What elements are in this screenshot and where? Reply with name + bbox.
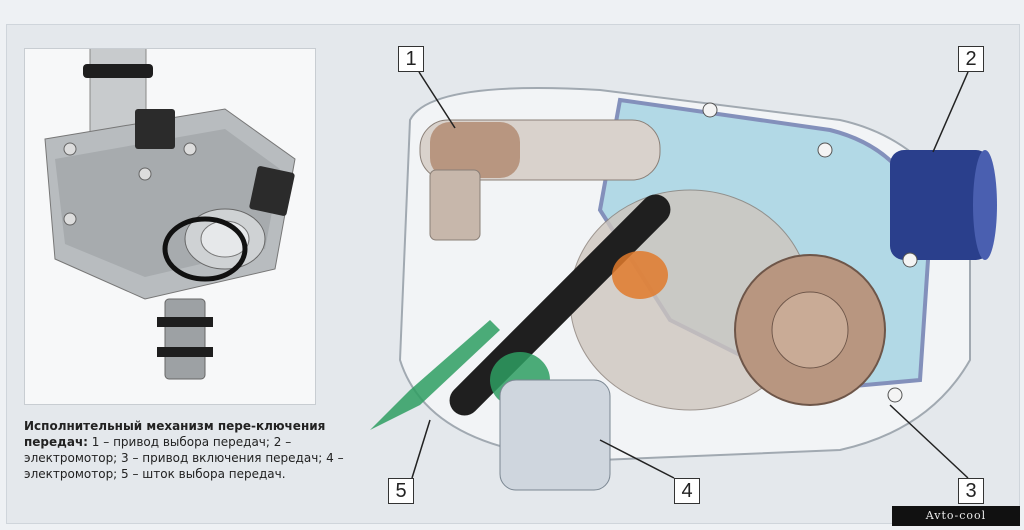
leader-line-3 bbox=[889, 404, 969, 479]
motor-band bbox=[162, 216, 248, 282]
bolt bbox=[702, 102, 718, 118]
right-connector bbox=[249, 166, 295, 216]
bolt bbox=[138, 167, 152, 181]
green-fork-arm bbox=[370, 320, 500, 430]
gear-3-hub bbox=[771, 291, 849, 369]
motor-2 bbox=[890, 150, 990, 260]
leader-line-1 bbox=[418, 71, 456, 129]
motor-2-end bbox=[973, 150, 997, 260]
bolt bbox=[183, 142, 197, 156]
actuator-unit-illustration bbox=[44, 49, 296, 380]
watermark: Avto-cool bbox=[892, 506, 1020, 526]
cutaway-illustration bbox=[370, 87, 997, 491]
bolt bbox=[902, 252, 918, 268]
gear-1 bbox=[430, 122, 520, 178]
shaft-ring bbox=[157, 347, 213, 357]
leader-line-4 bbox=[599, 439, 675, 479]
caption: Исполнительный механизм пере-ключения пе… bbox=[24, 418, 344, 482]
actuator-clamp bbox=[83, 64, 153, 78]
motor-4 bbox=[499, 379, 611, 491]
bolt bbox=[63, 212, 77, 226]
callout-2: 2 bbox=[958, 46, 984, 72]
actuator-photo-panel bbox=[24, 48, 316, 405]
callout-3: 3 bbox=[958, 478, 984, 504]
bolt bbox=[817, 142, 833, 158]
connector-block bbox=[135, 109, 175, 149]
callout-4: 4 bbox=[674, 478, 700, 504]
callout-5: 5 bbox=[388, 478, 414, 504]
leader-line-5 bbox=[411, 419, 431, 479]
caption-body: 1 – привод выбора передач; 2 – электромо… bbox=[24, 435, 344, 481]
bolt bbox=[887, 387, 903, 403]
orange-bushing bbox=[612, 251, 668, 299]
shaft-ring bbox=[157, 317, 213, 327]
worm-screw bbox=[429, 169, 481, 241]
callout-1: 1 bbox=[398, 46, 424, 72]
caption-title: Исполнительный механизм пере-ключения пе… bbox=[24, 419, 326, 449]
bolt bbox=[63, 142, 77, 156]
leader-line-2 bbox=[932, 71, 969, 153]
